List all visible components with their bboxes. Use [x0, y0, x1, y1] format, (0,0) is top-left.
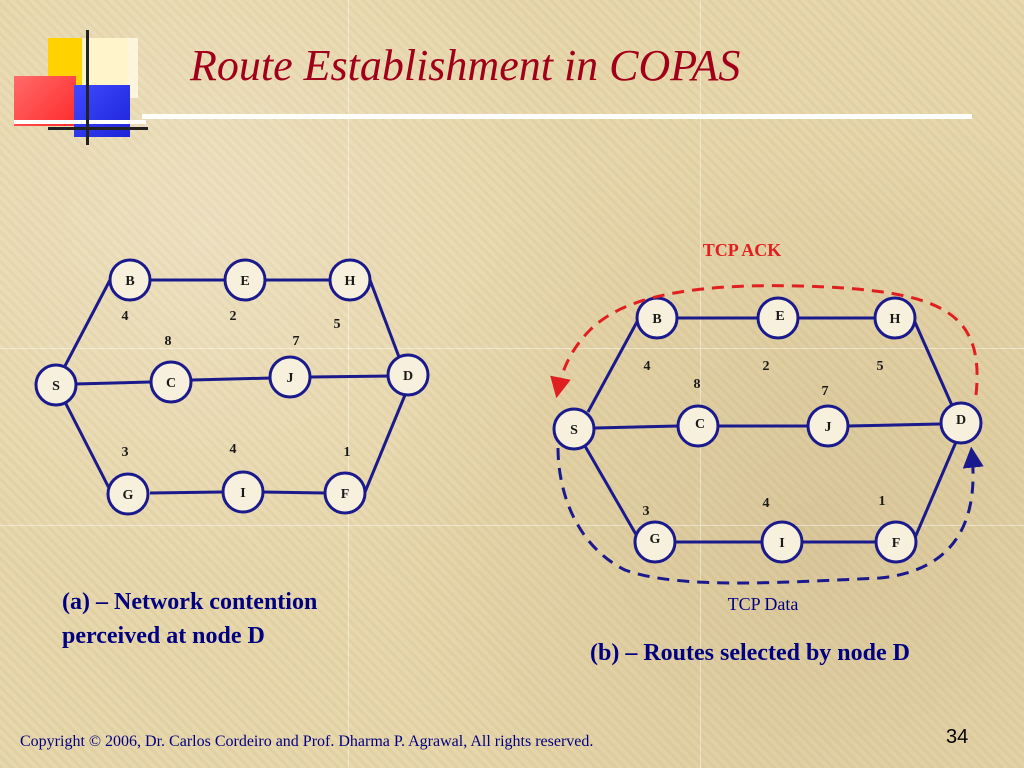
page-title: Route Establishment in COPAS — [190, 41, 741, 90]
node-h — [328, 258, 372, 302]
edge-f-d — [363, 394, 407, 493]
node-h — [873, 296, 917, 340]
node-c — [149, 360, 193, 404]
background-guide — [700, 0, 701, 768]
edge-f-d — [912, 441, 958, 541]
node-s — [34, 363, 78, 407]
node-label: D — [956, 413, 966, 428]
page-number: 34 — [946, 726, 969, 748]
node-c — [676, 404, 720, 448]
node-label: F — [341, 487, 350, 502]
edge-s-g — [63, 401, 112, 491]
edge-weight: 3 — [643, 504, 650, 519]
background-guide — [348, 0, 349, 768]
node-label: E — [240, 274, 249, 289]
node-j — [806, 404, 850, 448]
node-label: G — [123, 488, 134, 503]
node-d — [386, 353, 430, 397]
node-label: H — [890, 312, 901, 327]
node-label: C — [695, 417, 705, 432]
node-b — [108, 258, 152, 302]
node-i — [221, 470, 265, 514]
edge-weight: 3 — [122, 445, 129, 460]
caption-a: (a) – Network contention perceived at no… — [62, 589, 318, 649]
edge-weight: 7 — [293, 334, 300, 349]
node-label: F — [892, 536, 901, 551]
copyright-footer: Copyright © 2006, Dr. Carlos Cordeiro an… — [20, 733, 594, 750]
edge-weight: 5 — [877, 359, 884, 374]
node-g — [633, 520, 677, 564]
edge-weight: 2 — [230, 309, 237, 324]
node-label: S — [52, 379, 60, 394]
caption-b: (b) – Routes selected by node D — [590, 640, 910, 666]
tcp-ack-label: TCP ACK — [703, 240, 782, 260]
edge-weight: 4 — [644, 359, 651, 374]
edge-j-d — [309, 374, 391, 379]
diagram-a-labels: B E H S C J D G I F 4 2 5 8 7 3 4 1 — [52, 274, 413, 503]
node-label: H — [345, 274, 356, 289]
tcp-data-label: TCP Data — [728, 594, 799, 614]
node-f — [874, 520, 918, 564]
decorative-logo — [12, 30, 152, 145]
node-label: I — [240, 486, 245, 501]
diagram-b — [550, 284, 984, 585]
edge-s-c — [74, 380, 151, 386]
edge-s-b — [586, 319, 640, 413]
edge-weight: 7 — [822, 384, 829, 399]
node-e — [223, 258, 267, 302]
node-label: S — [570, 423, 578, 438]
edge-weight: 8 — [165, 334, 172, 349]
node-j — [268, 355, 312, 399]
edge-s-g — [583, 445, 640, 539]
edge-g-i — [149, 490, 223, 495]
edge-weight: 1 — [879, 494, 886, 509]
node-label: G — [650, 532, 661, 547]
edge-c-j — [191, 376, 273, 382]
diagram-a — [34, 258, 430, 516]
edge-weight: 8 — [694, 377, 701, 392]
diagram-b-labels: B E H S C J D G I F 4 2 5 8 7 3 4 1 TCP … — [570, 240, 966, 614]
edge-weight: 4 — [763, 496, 770, 511]
node-d — [939, 401, 983, 445]
edge-weight: 2 — [763, 359, 770, 374]
node-label: C — [166, 376, 176, 391]
node-label: D — [403, 369, 413, 384]
edge-weight: 5 — [334, 317, 341, 332]
node-label: J — [287, 371, 294, 386]
node-f — [323, 471, 367, 515]
title-underline — [142, 114, 972, 119]
node-label: B — [125, 274, 134, 289]
edge-weight: 1 — [344, 445, 351, 460]
node-e — [756, 296, 800, 340]
edge-s-c — [594, 424, 679, 430]
edge-i-f — [261, 490, 326, 495]
node-s — [552, 407, 596, 451]
node-label: E — [775, 309, 784, 324]
background-guide — [0, 348, 1024, 349]
tcp-data-route — [556, 446, 984, 585]
edge-weight: 4 — [122, 309, 129, 324]
node-label: B — [652, 312, 661, 327]
edge-weight: 4 — [230, 442, 237, 457]
edge-j-d — [847, 422, 941, 428]
node-g — [106, 472, 150, 516]
edge-h-d — [912, 319, 956, 411]
background-guide — [0, 525, 1024, 526]
node-i — [760, 520, 804, 564]
node-label: J — [825, 420, 832, 435]
node-label: I — [779, 536, 784, 551]
